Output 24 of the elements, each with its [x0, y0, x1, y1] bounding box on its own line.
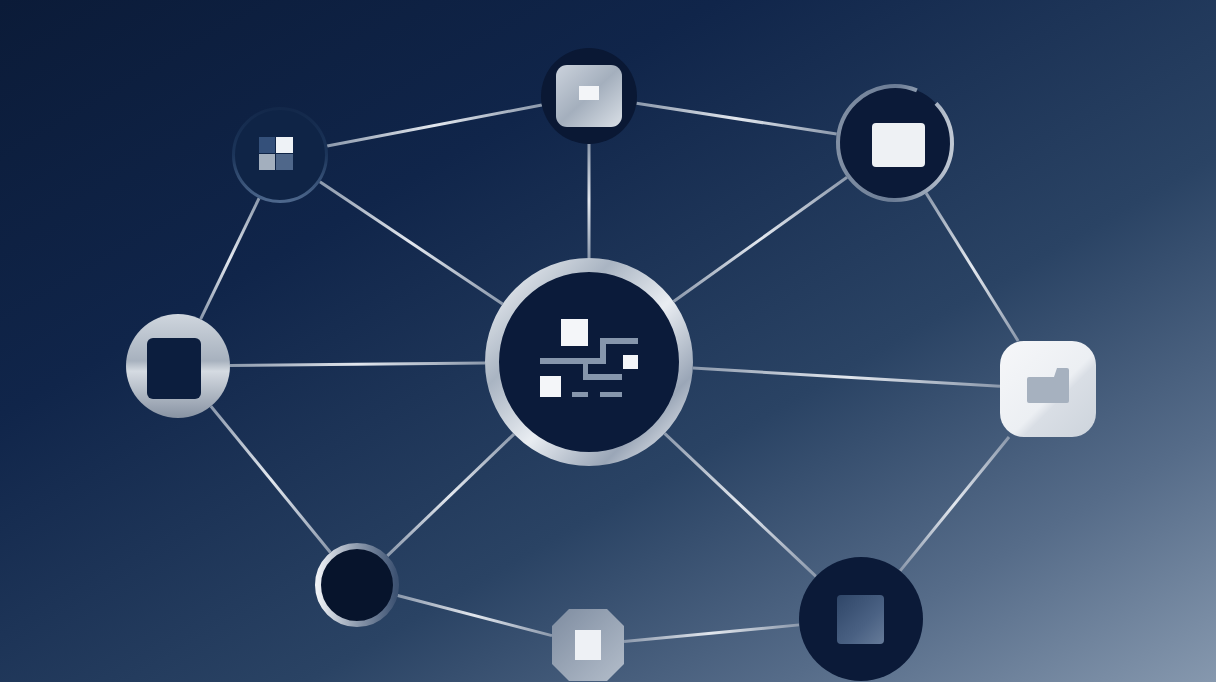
- tile-node: [1000, 341, 1096, 437]
- connector-line: [692, 366, 1001, 388]
- connector-line: [386, 433, 516, 557]
- connector-line: [587, 144, 591, 258]
- connector-line: [672, 176, 848, 303]
- connector-line: [199, 197, 261, 320]
- connector-line: [209, 405, 332, 554]
- network-node: [799, 557, 923, 681]
- network-node: [836, 84, 954, 202]
- connector-line: [230, 361, 485, 367]
- network-node: [541, 48, 637, 144]
- network-node: [232, 107, 328, 203]
- hub-node: [485, 258, 693, 466]
- connector-line: [319, 180, 504, 306]
- connector-line: [326, 103, 543, 148]
- connector-line: [623, 623, 800, 644]
- network-node: [315, 543, 399, 627]
- connector-line: [636, 101, 837, 136]
- network-node: [126, 314, 230, 418]
- connector-line: [898, 436, 1011, 572]
- connector-line: [924, 192, 1020, 342]
- connector-line: [397, 594, 553, 638]
- tile-node: [552, 609, 624, 681]
- connector-line: [663, 432, 817, 578]
